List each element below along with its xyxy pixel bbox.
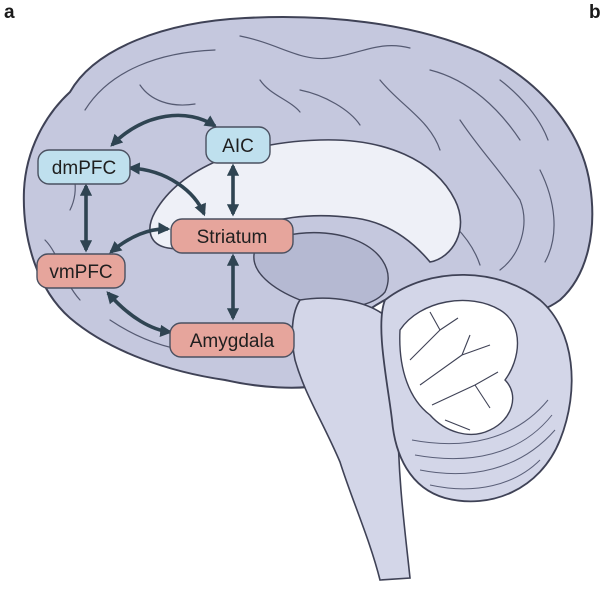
arrow-dmpfc-aic [110,113,218,147]
node-label-aic: AIC [222,136,254,157]
panel-letter-b: b [589,2,600,23]
network-nodes: AIC dmPFC Striatum vmPFC Amygdala [36,126,295,358]
node-aic: AIC [205,126,271,164]
connection-arrows [79,113,240,337]
arrow-dmpfc-striatum [127,162,206,217]
cerebellum-folia [411,399,556,490]
node-label-dmpfc: dmPFC [52,158,116,179]
node-box-dmpfc [37,149,131,185]
node-vmpfc: vmPFC [36,253,126,289]
node-striatum: Striatum [170,218,294,254]
panel-letter-a: a [4,2,15,23]
node-amygdala: Amygdala [169,322,295,358]
node-label-striatum: Striatum [197,227,268,248]
node-box-vmpfc [36,253,126,289]
node-box-aic [205,126,271,164]
node-box-striatum [170,218,294,254]
arrow-vmpfc-striatum [109,222,171,254]
node-dmpfc: dmPFC [37,149,131,185]
arrow-vmpfc-amygdala [106,291,173,337]
arbor-vitae [399,299,519,436]
node-label-amygdala: Amygdala [190,331,275,352]
node-label-vmpfc: vmPFC [49,262,112,283]
arbor-branches [409,311,499,431]
node-box-amygdala [169,322,295,358]
brain-illustration [22,16,594,581]
